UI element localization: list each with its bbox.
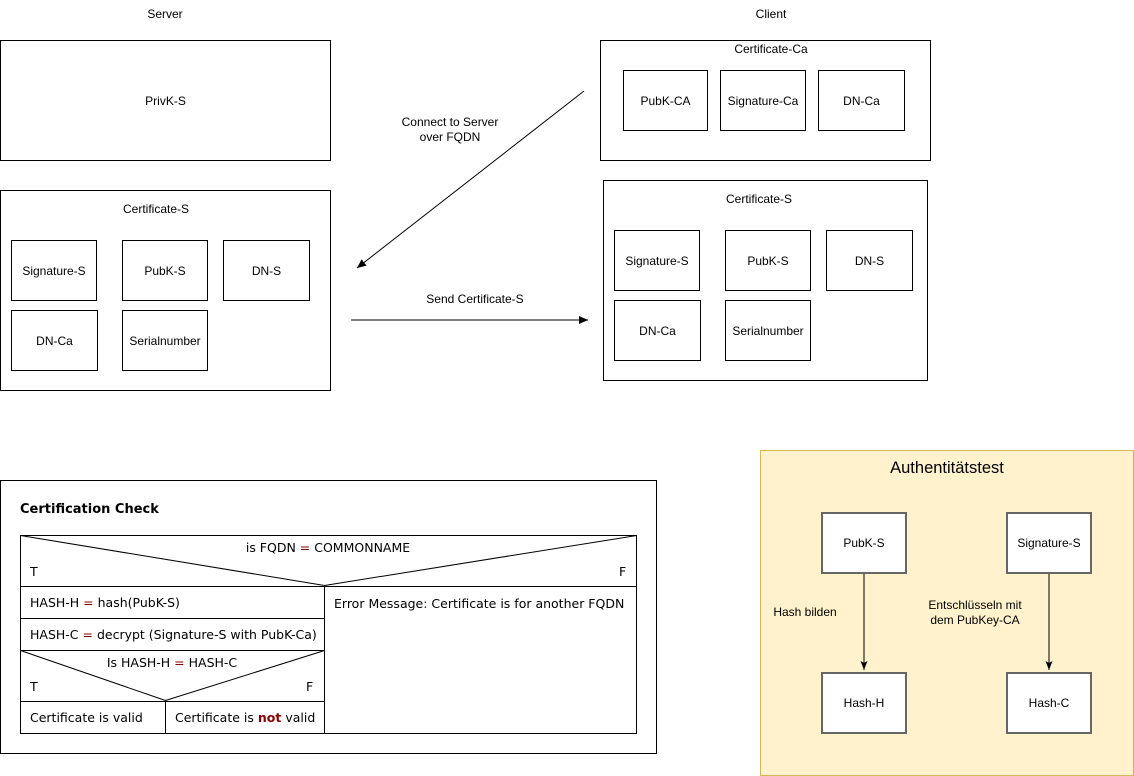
- client-ca-dn-label: DN-Ca: [843, 93, 880, 108]
- certification-check-panel: [0, 480, 657, 754]
- step-hash-c: HASH-C = decrypt (Signature-S with PubK-…: [21, 619, 324, 650]
- step-hash-h-right: hash(PubK-S): [93, 595, 180, 610]
- client-cert-serial-label: Serialnumber: [732, 323, 804, 338]
- server-cert-dn: DN-S: [223, 240, 310, 301]
- step-hash-c-left: HASH-C: [30, 627, 83, 642]
- server-privkey-label: PrivK-S: [145, 93, 186, 108]
- auth-signature-label: Signature-S: [1017, 536, 1081, 550]
- client-ca-signature-label: Signature-Ca: [727, 93, 799, 108]
- condition-fqdn: is FQDN = COMMONNAME: [20, 540, 636, 555]
- auth-decrypt-label-line2: dem PubKey-CA: [930, 613, 1020, 627]
- client-ca-certificate-title: Certificate-Ca: [734, 42, 808, 56]
- connect-arrow-label-line1: Connect to Server: [401, 115, 499, 129]
- condition-hash-true: T: [30, 679, 38, 694]
- result-invalid-right: valid: [281, 710, 316, 725]
- connect-arrow-label-line2: over FQDN: [419, 130, 481, 144]
- server-cert-dnca-label: DN-Ca: [36, 333, 73, 348]
- server-cert-pubkey-label: PubK-S: [144, 263, 186, 278]
- client-ca-dn: DN-Ca: [818, 70, 905, 131]
- client-cert-dn: DN-S: [826, 230, 913, 291]
- condition-fqdn-right: COMMONNAME: [310, 540, 411, 555]
- auth-hash-label: Hash bilden: [773, 605, 837, 619]
- auth-hashh-box: Hash-H: [821, 672, 907, 734]
- client-cert-signature-label: Signature-S: [625, 253, 689, 268]
- client-server-certificate-title: Certificate-S: [725, 192, 793, 206]
- condition-fqdn-op: =: [299, 540, 311, 555]
- certification-check-title: Certification Check: [20, 502, 159, 517]
- connect-arrow: [356, 90, 585, 269]
- auth-decrypt-label: Entschlüsseln mit dem PubKey-CA: [915, 598, 1035, 628]
- client-header: Client: [755, 7, 787, 21]
- condition-hash: Is HASH-H = HASH-C: [20, 655, 324, 670]
- server-cert-signature-label: Signature-S: [22, 263, 86, 278]
- result-invalid-not: not: [257, 710, 282, 725]
- structogram: [20, 535, 637, 734]
- client-cert-pubkey-label: PubK-S: [747, 253, 789, 268]
- auth-signature-box: Signature-S: [1006, 512, 1092, 574]
- step-hash-h-left: HASH-H: [30, 595, 84, 610]
- step-hash-c-right: decrypt (Signature-S with PubK-Ca): [92, 627, 317, 642]
- auth-title: Authentitätstest: [890, 459, 1004, 477]
- condition-fqdn-true: T: [30, 564, 38, 579]
- auth-hashc-label: Hash-C: [1028, 696, 1070, 710]
- result-invalid-left: Certificate is: [175, 710, 258, 725]
- server-cert-signature: Signature-S: [11, 240, 97, 301]
- auth-hashh-label: Hash-H: [843, 696, 885, 710]
- step-hash-h-op: =: [83, 595, 94, 610]
- condition-fqdn-left: is FQDN: [245, 540, 300, 555]
- send-arrow-label: Send Certificate-S: [426, 292, 524, 306]
- auth-pubkey-label: PubK-S: [843, 536, 885, 550]
- server-cert-dn-label: DN-S: [251, 263, 282, 278]
- condition-hash-right: HASH-C: [184, 655, 238, 670]
- condition-hash-left: Is HASH-H: [106, 655, 175, 670]
- step-hash-h: HASH-H = hash(PubK-S): [21, 587, 324, 618]
- result-invalid: Certificate is not valid: [166, 702, 324, 733]
- auth-decrypt-label-line1: Entschlüsseln mit: [928, 598, 1022, 612]
- server-cert-pubkey: PubK-S: [122, 240, 208, 301]
- result-valid-text: Certificate is valid: [30, 710, 143, 725]
- connect-arrow-label: Connect to Server over FQDN: [380, 115, 520, 145]
- server-cert-serial: Serialnumber: [122, 310, 208, 371]
- client-cert-signature: Signature-S: [614, 230, 700, 291]
- client-cert-dnca: DN-Ca: [614, 300, 701, 361]
- client-ca-signature: Signature-Ca: [720, 70, 806, 131]
- client-ca-pubkey-label: PubK-CA: [640, 93, 691, 108]
- server-privkey-box: PrivK-S: [0, 40, 331, 161]
- condition-hash-false: F: [306, 679, 314, 694]
- server-certificate-title: Certificate-S: [122, 202, 190, 216]
- auth-pubkey-box: PubK-S: [821, 512, 907, 574]
- condition-fqdn-false: F: [619, 564, 627, 579]
- client-cert-dnca-label: DN-Ca: [639, 323, 676, 338]
- server-cert-serial-label: Serialnumber: [129, 333, 201, 348]
- auth-hashc-box: Hash-C: [1006, 672, 1092, 734]
- client-cert-pubkey: PubK-S: [725, 230, 811, 291]
- error-message-colon: :: [423, 596, 428, 611]
- server-cert-dnca: DN-Ca: [11, 310, 98, 371]
- condition-hash-op: =: [174, 655, 185, 670]
- client-cert-serial: Serialnumber: [725, 300, 811, 361]
- step-hash-c-op: =: [82, 627, 93, 642]
- error-message: Error Message: Certificate is for anothe…: [334, 596, 625, 611]
- result-valid: Certificate is valid: [21, 702, 165, 733]
- server-header: Server: [147, 7, 183, 21]
- client-cert-dn-label: DN-S: [854, 253, 885, 268]
- client-ca-pubkey: PubK-CA: [623, 70, 708, 131]
